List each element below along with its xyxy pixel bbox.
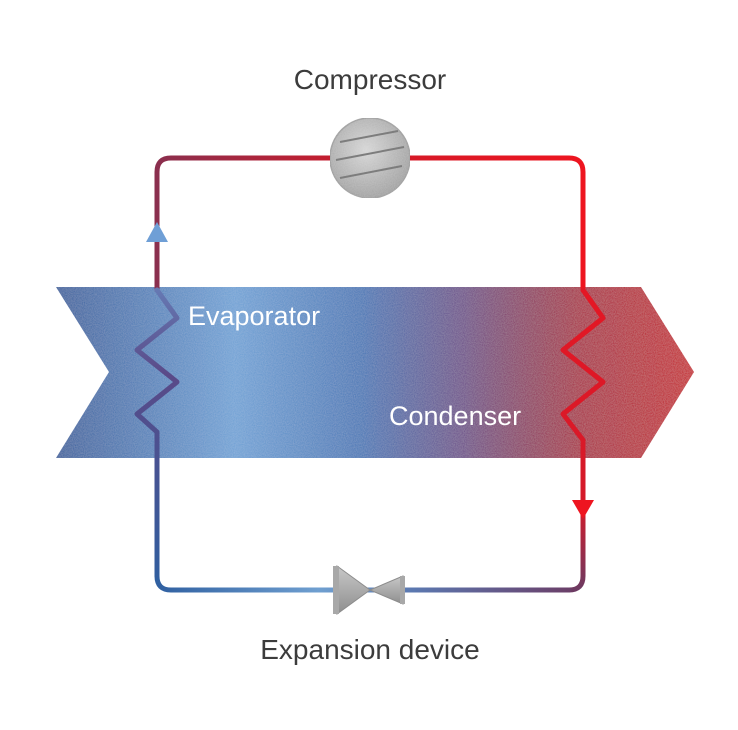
airflow-band <box>56 287 694 458</box>
compressor-icon <box>329 117 411 199</box>
evaporator-coil <box>134 287 180 579</box>
bottom-pipe <box>154 573 572 593</box>
arrow-up-icon <box>146 222 168 242</box>
condenser-coil <box>560 287 606 593</box>
compressor-label: Compressor <box>294 64 446 95</box>
condenser-label: Condenser <box>389 401 521 431</box>
arrow-down-icon <box>572 500 594 519</box>
evaporator-label: Evaporator <box>188 301 320 331</box>
expansion-device-label: Expansion device <box>260 634 479 665</box>
expansion-valve-icon <box>333 565 405 615</box>
